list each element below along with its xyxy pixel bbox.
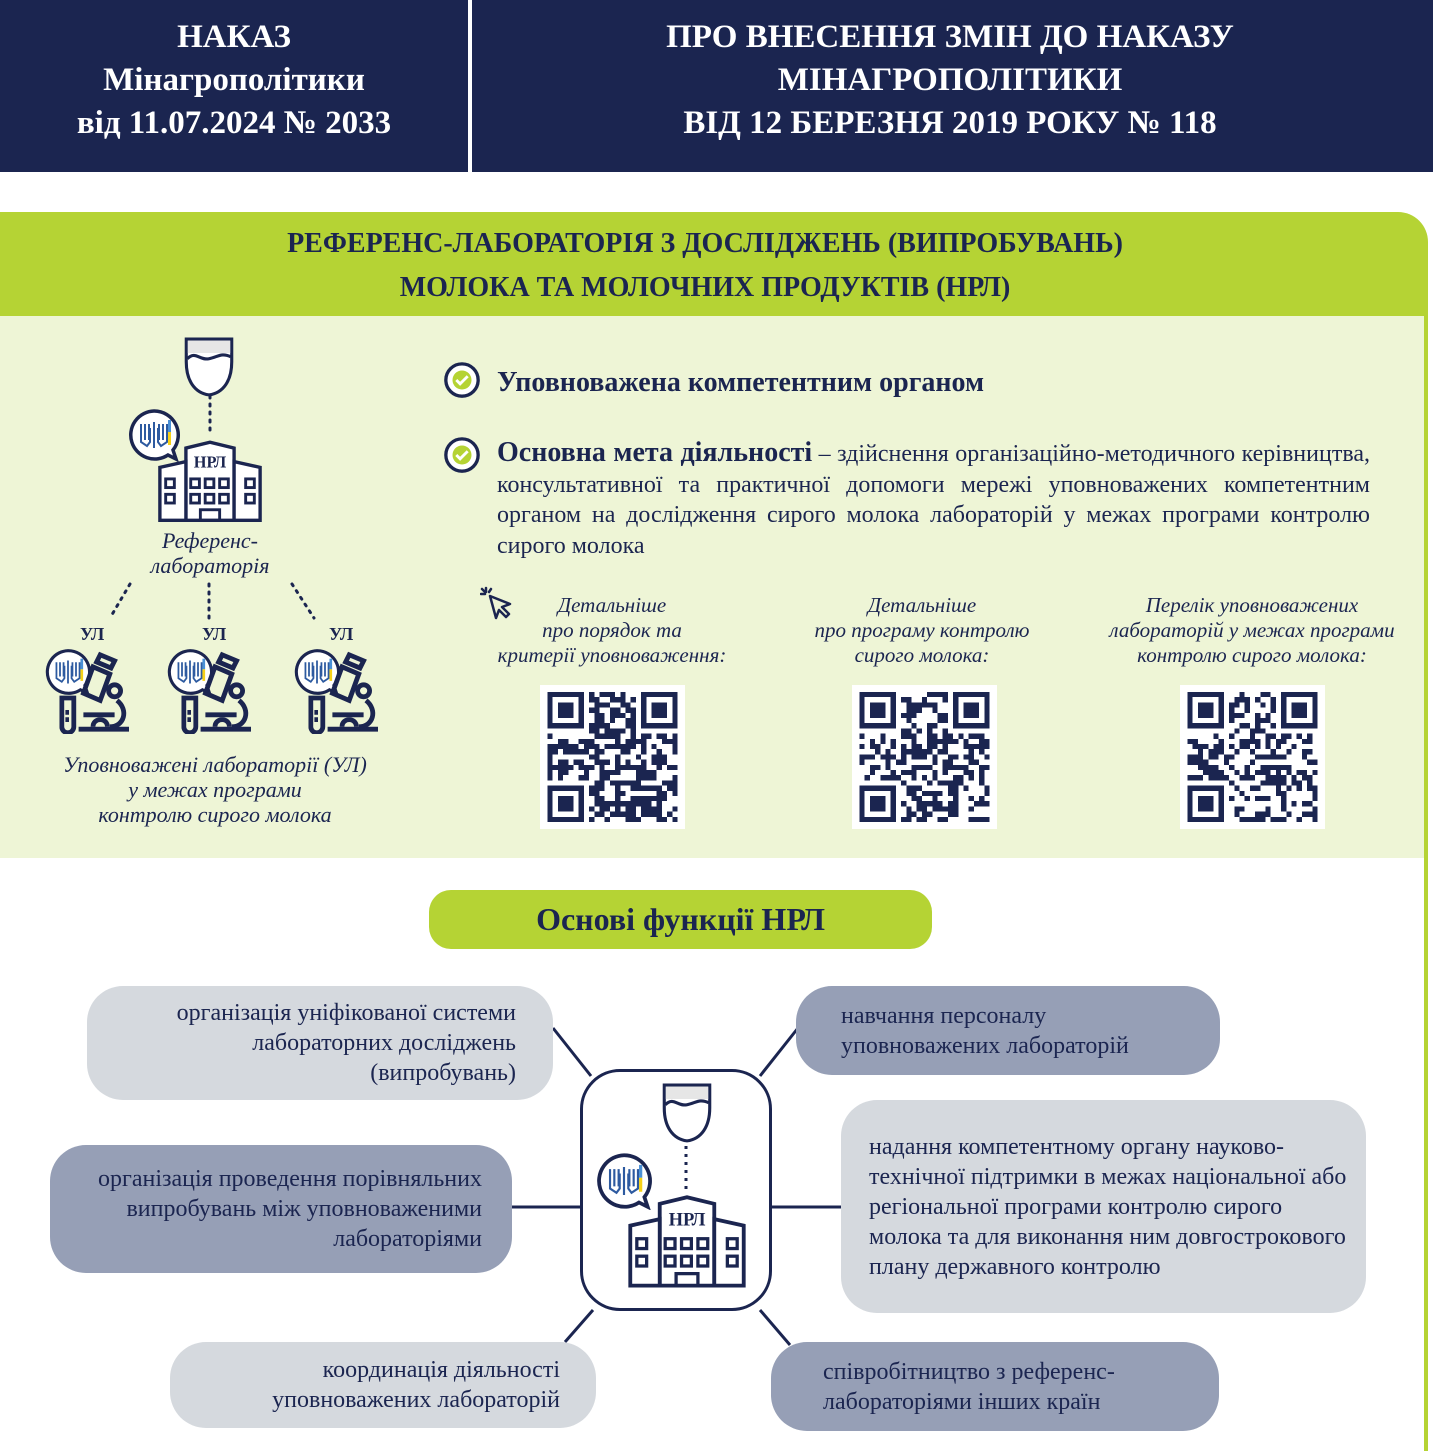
qr-code-image <box>859 692 990 822</box>
title-line: ПРО ВНЕСЕННЯ ЗМІН ДО НАКАЗУ <box>666 19 1234 55</box>
title-line: МОЛОКА ТА МОЛОЧНИХ ПРОДУКТІВ (НРЛ) <box>399 272 1011 303</box>
panel-title: РЕФЕРЕНС-ЛАБОРАТОРІЯ З ДОСЛІДЖЕНЬ (ВИПРО… <box>0 222 1410 310</box>
authorized-labs-caption: Уповноважені лабораторії (УЛ) у межах пр… <box>30 752 400 827</box>
function-text: надання компетентному органу науково-тех… <box>869 1133 1347 1280</box>
function-item-scientific-support: надання компетентному органу науково-тех… <box>841 1100 1366 1313</box>
qr-code-control-program[interactable] <box>852 685 997 829</box>
qr-modules <box>547 692 678 822</box>
caption-line: контролю сирого молока: <box>1137 643 1367 667</box>
authorized-lab-1: УЛ <box>44 624 136 734</box>
check-circle-icon <box>443 436 481 474</box>
order-line: від 11.07.2024 № 2033 <box>76 105 392 141</box>
caption-line: Детальніше <box>867 593 977 617</box>
main-goal-heading: Основна мета діяльності <box>497 437 813 468</box>
function-text: організація проведення порівняльних випр… <box>98 1166 482 1252</box>
qr-caption-3: Перелік уповноважених лабораторій у межа… <box>1082 593 1422 668</box>
reference-lab-caption: Референс- лабораторія <box>110 528 310 578</box>
function-text: співробітництво з референс-лабораторіями… <box>823 1358 1115 1415</box>
qr-code-authorized-labs-list[interactable] <box>1180 685 1325 829</box>
order-line: Мінагрополітики <box>103 62 365 98</box>
qr-caption-1: Детальніше про порядок та критерії уповн… <box>480 593 744 668</box>
caption-line: про програму контролю <box>814 618 1030 642</box>
caption-line: Перелік уповноважених <box>1145 593 1359 617</box>
ul-label: УЛ <box>202 624 227 644</box>
qr-modules <box>1187 692 1318 822</box>
check-circle-icon <box>443 361 481 399</box>
ul-label: УЛ <box>80 624 105 644</box>
caption-line: критерії уповноваження: <box>497 643 727 667</box>
reference-lab-building-icon <box>157 430 263 523</box>
dotted-connectors <box>108 394 316 624</box>
function-item-international-cooperation: співробітництво з референс-лабораторіями… <box>771 1342 1219 1431</box>
function-text: координація діяльності уповноважених лаб… <box>272 1357 560 1413</box>
title-line: МІНАГРОПОЛІТИКИ <box>777 62 1123 98</box>
caption-line: Референс- <box>161 528 258 553</box>
header-banner <box>0 0 1433 172</box>
function-item-coordination: координація діяльності уповноважених лаб… <box>170 1342 596 1428</box>
order-reference: НАКАЗ Мінагрополітики від 11.07.2024 № 2… <box>0 16 468 145</box>
ul-label: УЛ <box>329 624 354 644</box>
authorized-lab-2: УЛ <box>166 624 258 734</box>
function-connectors <box>512 1027 842 1346</box>
accreditation-statement: Уповноважена компетентним органом <box>497 367 985 398</box>
function-text: організація уніфікованої системи лаборат… <box>176 1000 516 1086</box>
qr-code-image <box>1187 692 1318 822</box>
caption-line: Детальніше <box>557 593 667 617</box>
caption-line: сирого молока: <box>854 643 990 667</box>
caption-line: про порядок та <box>542 618 682 642</box>
caption-line: Уповноважені лабораторії (УЛ) <box>63 752 367 777</box>
nrl-building-icon <box>627 1184 747 1288</box>
qr-caption-2: Детальніше про програму контролю сирого … <box>772 593 1072 668</box>
microscope-icon <box>174 638 256 734</box>
qr-code-authorization-criteria[interactable] <box>540 685 685 829</box>
milk-glass-icon <box>183 336 235 398</box>
function-item-comparative-tests: організація проведення порівняльних випр… <box>50 1145 512 1273</box>
caption-line: лабораторія <box>150 553 270 578</box>
main-goal-text: – здійснення організаційно-методичного к… <box>497 441 1370 559</box>
nrl-center-card <box>580 1069 772 1311</box>
order-line: НАКАЗ <box>177 19 291 55</box>
function-item-staff-training: навчання персоналу уповноважених лаборат… <box>796 986 1220 1075</box>
header-divider <box>468 0 472 172</box>
functions-heading: Основі функції НРЛ <box>429 890 932 949</box>
microscope-icon <box>301 638 383 734</box>
order-title: ПРО ВНЕСЕННЯ ЗМІН ДО НАКАЗУ МІНАГРОПОЛІТ… <box>472 16 1428 145</box>
main-goal-paragraph: Основна мета діяльності – здійснення орг… <box>497 437 1370 561</box>
function-text: навчання персоналу уповноважених лаборат… <box>841 1002 1129 1059</box>
caption-line: контролю сирого молока <box>98 802 332 827</box>
milk-glass-icon <box>661 1082 713 1144</box>
function-item-unified-system: організація уніфікованої системи лаборат… <box>87 986 553 1100</box>
authorized-lab-3: УЛ <box>293 624 385 734</box>
caption-line: лабораторій у межах програми <box>1109 618 1395 642</box>
caption-line: у межах програми <box>128 777 302 802</box>
title-line: РЕФЕРЕНС-ЛАБОРАТОРІЯ З ДОСЛІДЖЕНЬ (ВИПРО… <box>287 228 1123 259</box>
cursor-click-icon <box>480 586 512 620</box>
panel-header <box>0 212 1428 316</box>
qr-modules <box>859 692 990 822</box>
title-line: ВІД 12 БЕРЕЗНЯ 2019 РОКУ № 118 <box>683 105 1217 141</box>
right-border-line <box>1424 316 1428 1451</box>
qr-code-image <box>547 692 678 822</box>
microscope-icon <box>52 638 134 734</box>
